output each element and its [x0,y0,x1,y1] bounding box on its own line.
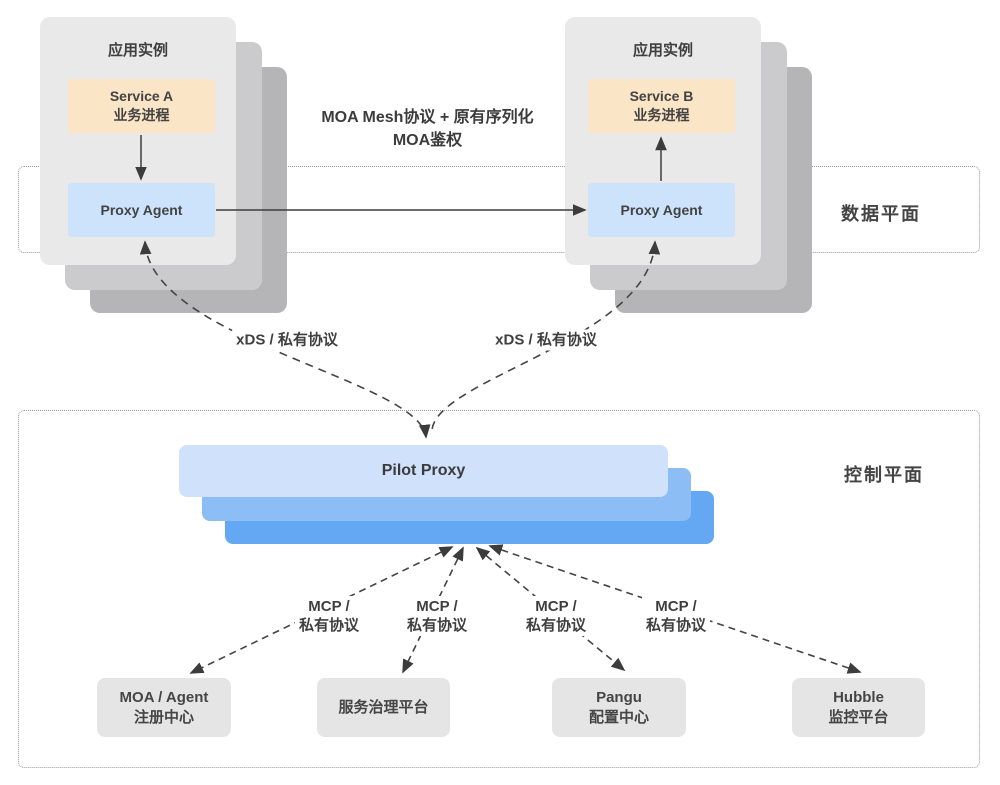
mcp-label-1-line1: MCP / [308,598,350,615]
mcp-label-4-line1: MCP / [655,598,697,615]
mcp-label-4-line2: 私有协议 [645,617,707,634]
platform-governance: 服务治理平台 [317,678,450,737]
app-right-title: 应用实例 [632,42,693,59]
proxy-agent-right-label: Proxy Agent [620,201,703,218]
mcp-label-3-line1: MCP / [535,598,577,615]
platform-pangu-line2: 配置中心 [588,708,649,726]
platform-pangu-line1: Pangu [596,688,642,706]
mesh-protocol-line2: MOA鉴权 [392,132,463,149]
mesh-protocol-label: MOA Mesh协议 + 原有序列化 MOA鉴权 [255,106,600,152]
mcp-label-2: MCP / 私有协议 [402,596,472,636]
mcp-label-3-line2: 私有协议 [525,617,587,634]
pilot-proxy-node: Pilot Proxy [179,445,668,497]
mcp-label-2-line2: 私有协议 [406,617,468,634]
platform-moa-registry-line2: 注册中心 [133,708,194,726]
service-a-subtitle: 业务进程 [113,107,170,123]
xds-label-left: xDS / 私有协议 [232,329,342,351]
data-plane-label: 数据平面 [841,204,921,224]
mcp-label-1: MCP / 私有协议 [294,596,364,636]
proxy-agent-right-node: Proxy Agent [588,183,735,237]
service-a-name: Service A [109,88,174,104]
platform-hubble-monitor: Hubble 监控平台 [792,678,925,737]
mcp-label-3: MCP / 私有协议 [521,596,591,636]
xds-label-right: xDS / 私有协议 [491,329,601,351]
service-b-name: Service B [629,88,694,104]
platform-pangu-config: Pangu 配置中心 [552,678,686,737]
mcp-label-1-line2: 私有协议 [298,617,360,634]
service-a-node: Service A 业务进程 [68,79,215,133]
control-plane-label: 控制平面 [844,465,924,485]
app-left-title: 应用实例 [107,42,168,59]
platform-governance-line1: 服务治理平台 [338,698,429,716]
service-b-subtitle: 业务进程 [633,107,690,123]
pilot-proxy-label: Pilot Proxy [381,462,466,479]
mesh-protocol-line1: MOA Mesh协议 + 原有序列化 [321,109,534,126]
platform-moa-registry: MOA / Agent 注册中心 [97,678,231,737]
mcp-label-2-line1: MCP / [416,598,458,615]
service-b-node: Service B 业务进程 [588,79,735,133]
platform-hubble-line1: Hubble [833,688,884,706]
proxy-agent-left-label: Proxy Agent [100,201,183,218]
platform-hubble-line2: 监控平台 [828,708,889,726]
proxy-agent-left-node: Proxy Agent [68,183,215,237]
mcp-label-4: MCP / 私有协议 [641,596,711,636]
platform-moa-registry-line1: MOA / Agent [119,688,209,706]
